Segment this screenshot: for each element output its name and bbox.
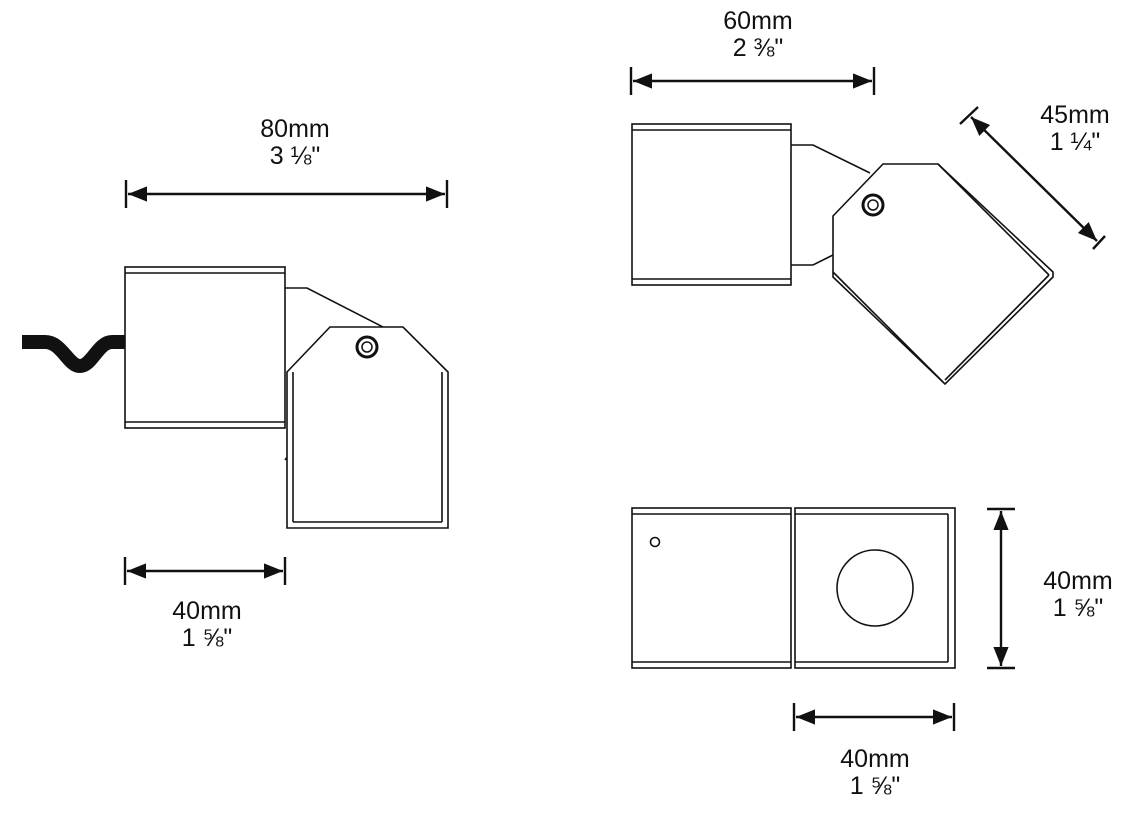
label-front-width: 40mm 1 ⅝" [805,746,945,800]
front-view [631,507,1015,731]
body-box [124,266,286,429]
metric-value: 80mm [260,115,330,143]
metric-value: 45mm [1040,101,1110,129]
imperial-value: 3 ⅛" [269,142,321,170]
cable [22,335,126,374]
label-tilted-head: 45mm 1 ¼" [1005,102,1145,156]
imperial-value: 2 ⅜" [732,34,784,62]
imperial-value: 1 ⅝" [181,624,233,652]
label-front-height: 40mm 1 ⅝" [1008,568,1148,622]
label-side-body: 40mm 1 ⅝" [137,598,277,652]
head-tilted [832,163,1054,386]
body-box-front [631,507,792,669]
imperial-value: 1 ¼" [1049,128,1101,156]
screw-front [649,536,661,548]
metric-value: 40mm [172,597,242,625]
side-view [22,180,449,585]
body-box-tilted [631,123,792,286]
dim-45mm [970,116,1098,242]
tilted-view [629,67,1106,386]
imperial-value: 1 ⅝" [849,772,901,800]
imperial-value: 1 ⅝" [1052,594,1104,622]
lens [836,549,914,627]
bracket-tilted [791,144,871,174]
metric-value: 60mm [723,7,793,35]
label-tilted-length: 60mm 2 ⅜" [688,8,828,62]
metric-value: 40mm [1043,567,1113,595]
metric-value: 40mm [840,745,910,773]
label-side-length: 80mm 3 ⅛" [225,116,365,170]
head [286,326,449,529]
